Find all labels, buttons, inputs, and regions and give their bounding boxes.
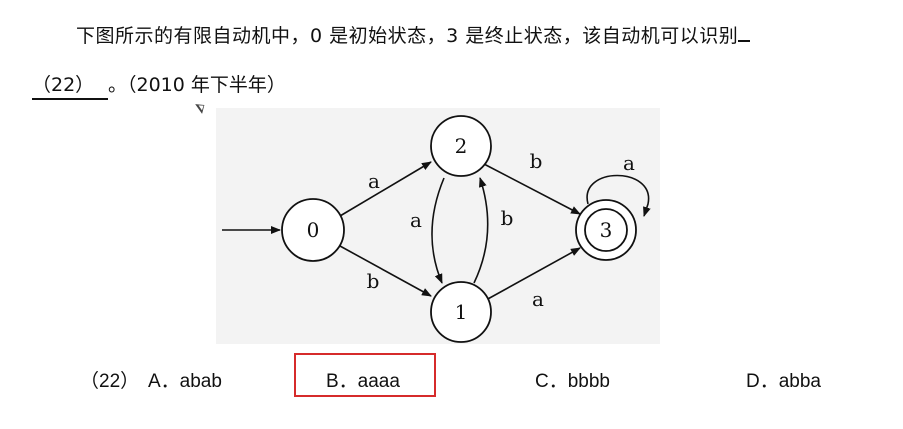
edge-0-1 <box>339 245 432 297</box>
answer-blank-start <box>738 24 751 42</box>
state-2: 2 <box>430 115 492 177</box>
answer-highlight-box <box>294 353 436 397</box>
edge-2-1 <box>431 177 445 284</box>
state-0-label: 0 <box>307 218 320 242</box>
label-1-2: b <box>501 206 514 230</box>
answer-blank: （22） <box>32 70 108 100</box>
state-2-label: 2 <box>455 134 468 158</box>
question-text-line1: 下图所示的有限自动机中，0 是初始状态，3 是终止状态，该自动机可以识别 <box>76 21 751 48</box>
finite-automaton-diagram: 0 2 1 3 a b a b b a a <box>216 108 660 344</box>
label-0-1: b <box>367 269 380 293</box>
question-stem: 下图所示的有限自动机中，0 是初始状态，3 是终止状态，该自动机可以识别 <box>76 25 739 47</box>
label-2-1: a <box>410 208 422 232</box>
label-2-3: b <box>530 149 543 173</box>
state-1: 1 <box>430 281 492 343</box>
edge-1-2 <box>473 177 489 284</box>
question-source: 。（2010 年下半年） <box>108 74 286 96</box>
state-3-final: 3 <box>575 199 637 261</box>
edge-1-3 <box>485 247 581 301</box>
label-3-3: a <box>623 151 635 175</box>
option-d[interactable]: D．abba <box>746 371 821 392</box>
state-3-label: 3 <box>600 218 613 242</box>
mouse-cursor-icon <box>195 100 208 114</box>
state-1-label: 1 <box>455 300 468 324</box>
edge-0-2 <box>339 161 432 217</box>
edge-3-3 <box>586 174 651 217</box>
edge-2-3 <box>483 163 581 215</box>
option-a[interactable]: A．abab <box>148 371 222 392</box>
option-c[interactable]: C．bbbb <box>535 371 610 392</box>
option-b[interactable]: B．aaaa <box>326 371 400 392</box>
label-0-2: a <box>368 169 380 193</box>
option-question-number: （22） <box>80 371 140 392</box>
label-1-3: a <box>532 287 544 311</box>
question-text-line2: （22）。（2010 年下半年） <box>32 70 286 100</box>
state-0: 0 <box>281 198 345 262</box>
